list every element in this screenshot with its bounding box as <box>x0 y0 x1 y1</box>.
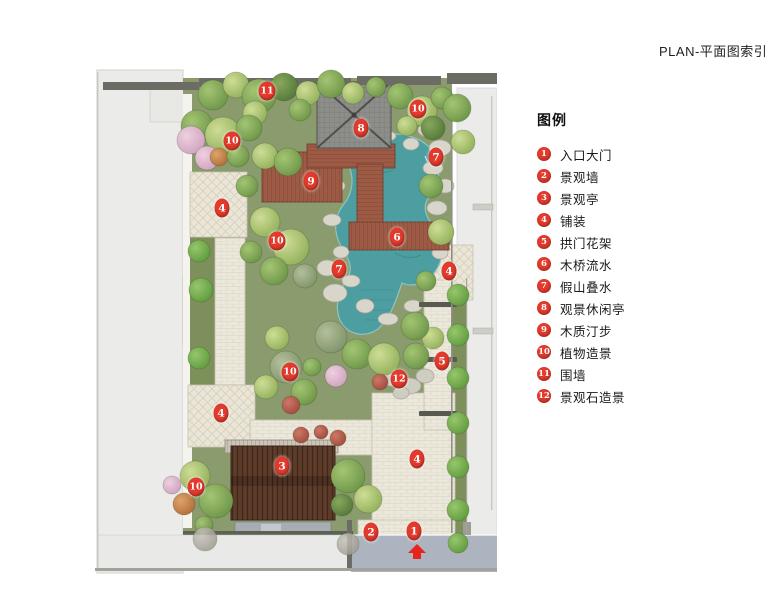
plan-marker-1: 1 <box>406 521 422 541</box>
page-title: PLAN-平面图索引 <box>659 44 768 59</box>
legend-label: 植物造景 <box>560 346 613 361</box>
legend-label: 铺装 <box>560 214 587 229</box>
legend-item-1: 1 入口大门 <box>537 147 625 163</box>
legend-number-badge: 9 <box>537 323 551 337</box>
plan-marker-3: 3 <box>274 456 290 476</box>
plan-marker-5: 5 <box>434 351 450 371</box>
plan-marker-10: 10 <box>281 362 299 382</box>
plan-marker-7: 7 <box>331 259 347 279</box>
legend: 图例 1 入口大门 2 景观墙 3 景观亭 4 铺装 5 拱门花架 6 木桥流水 7 假山叠水 8 观景休闲亭… <box>537 110 625 411</box>
legend-label: 木质汀步 <box>560 324 613 339</box>
plan-marker-4: 4 <box>214 198 230 218</box>
plan-marker-7: 7 <box>428 147 444 167</box>
legend-item-3: 3 景观亭 <box>537 191 625 207</box>
legend-header: 图例 <box>537 112 567 128</box>
plan-marker-11: 11 <box>258 81 276 101</box>
plan-marker-4: 4 <box>409 449 425 469</box>
plan-marker-10: 10 <box>409 99 427 119</box>
paving-path-left <box>214 237 246 391</box>
legend-item-6: 6 木桥流水 <box>537 257 625 273</box>
legend-number-badge: 5 <box>537 235 551 249</box>
landscape-pavilion <box>224 439 339 534</box>
plan-marker-4: 4 <box>213 403 229 423</box>
legend-item-4: 4 铺装 <box>537 213 625 229</box>
plan-marker-12: 12 <box>390 369 408 389</box>
legend-label: 观景休闲亭 <box>560 302 626 317</box>
plan-marker-6: 6 <box>389 227 405 247</box>
legend-number-badge: 3 <box>537 191 551 205</box>
legend-label: 景观墙 <box>560 170 600 185</box>
legend-list: 1 入口大门 2 景观墙 3 景观亭 4 铺装 5 拱门花架 6 木桥流水 7 假山叠水 8 观景休闲亭 9 木质… <box>537 147 626 405</box>
legend-item-2: 2 景观墙 <box>537 169 625 185</box>
legend-item-12: 12 景观石造景 <box>537 389 626 405</box>
paving-square-left <box>187 384 256 448</box>
legend-number-badge: 10 <box>537 345 551 359</box>
plan-marker-2: 2 <box>363 522 379 542</box>
legend-label: 木桥流水 <box>560 258 613 273</box>
legend-item-9: 9 木质汀步 <box>537 323 625 339</box>
site-plan: 11 8 10 10 7 9 4 10 6 7 4 5 10 12 4 4 3 10 2 1 <box>95 38 497 578</box>
site-plan-drawing <box>95 69 497 574</box>
legend-label: 景观石造景 <box>560 390 626 405</box>
legend-item-5: 5 拱门花架 <box>537 235 625 251</box>
legend-number-badge: 1 <box>537 147 551 161</box>
plan-marker-8: 8 <box>353 118 369 138</box>
plan-marker-4: 4 <box>441 261 457 281</box>
plan-marker-9: 9 <box>303 171 319 191</box>
plan-marker-10: 10 <box>268 231 286 251</box>
legend-number-badge: 6 <box>537 257 551 271</box>
legend-number-badge: 7 <box>537 279 551 293</box>
legend-item-11: 11 围墙 <box>537 367 625 383</box>
legend-number-badge: 2 <box>537 169 551 183</box>
legend-item-7: 7 假山叠水 <box>537 279 625 295</box>
plan-marker-10: 10 <box>223 131 241 151</box>
legend-label: 假山叠水 <box>560 280 613 295</box>
legend-label: 围墙 <box>560 368 587 383</box>
legend-label: 拱门花架 <box>560 236 613 251</box>
legend-number-badge: 8 <box>537 301 551 315</box>
legend-label: 入口大门 <box>560 148 613 163</box>
legend-label: 景观亭 <box>560 192 600 207</box>
legend-number-badge: 4 <box>537 213 551 227</box>
legend-item-10: 10 植物造景 <box>537 345 625 361</box>
legend-item-8: 8 观景休闲亭 <box>537 301 626 317</box>
building-slabs <box>96 69 497 574</box>
legend-number-badge: 12 <box>537 389 551 403</box>
plan-marker-10: 10 <box>187 477 205 497</box>
entrance-arrow-icon <box>408 544 426 559</box>
legend-number-badge: 11 <box>537 367 551 381</box>
